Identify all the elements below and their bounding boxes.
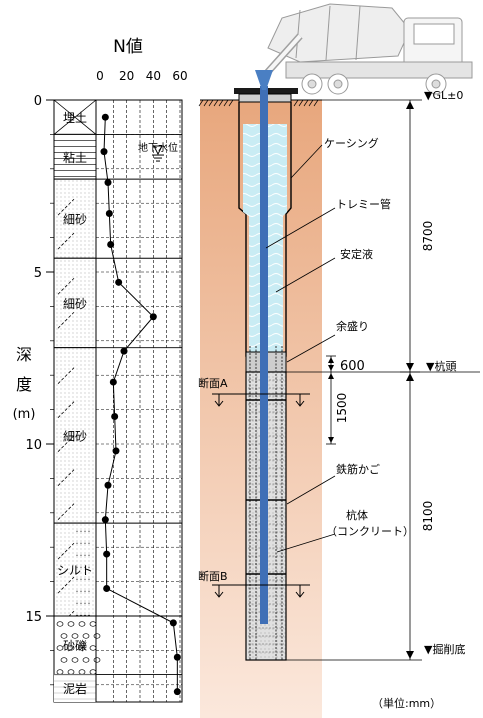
depth-axis-ticks: 0 5 10 15 <box>25 94 54 686</box>
soil-layer: 細砂 <box>53 257 97 349</box>
dimension-d1: 8700 <box>421 221 435 252</box>
pile-head-label: ▼杭頭 <box>426 359 456 373</box>
dimension-lines <box>326 100 420 660</box>
n-axis-tick-label: 40 <box>146 69 161 83</box>
dimension-d2: 600 <box>340 359 365 374</box>
soil-layer: 砂礫 <box>53 615 101 675</box>
soil-layer: 泥岩 <box>53 673 97 703</box>
n-value-point <box>103 550 111 558</box>
soil-layer-label: 粘土 <box>63 150 87 165</box>
casing-label: ケーシング <box>324 136 379 150</box>
n-value-point <box>107 240 115 248</box>
slurry-label: 安定液 <box>340 247 373 261</box>
n-value-title: N値 <box>113 37 143 57</box>
n-value-point <box>173 653 181 661</box>
excavation-bottom-label: ▼掘削底 <box>424 642 465 656</box>
n-value-point <box>105 210 113 218</box>
n-axis-tick-label: 0 <box>96 69 104 83</box>
extra-concrete-label: 余盛り <box>336 319 369 333</box>
depth-axis-label: 深 度 (m) <box>13 345 36 422</box>
n-value-point <box>149 313 157 321</box>
dimension-arrowheads <box>328 101 414 659</box>
n-axis-tick-label: 20 <box>119 69 134 83</box>
soil-layer: シルト <box>53 522 97 628</box>
tremie-label: トレミー管 <box>336 197 391 211</box>
groundwater-triangle-icon <box>153 145 163 156</box>
leader-lines <box>265 144 336 553</box>
section-b-marker <box>212 584 310 598</box>
depth-tick-label: 10 <box>25 438 42 453</box>
depth-tick-label: 15 <box>25 610 42 625</box>
n-value-point <box>120 347 128 355</box>
n-value-profile <box>100 113 181 696</box>
depth-label-char: 度 <box>16 375 32 394</box>
n-value-point <box>101 516 109 524</box>
dimension-d4: 8100 <box>421 501 435 532</box>
depth-tick-label: 0 <box>34 94 42 109</box>
pile-body-sublabel: （コンクリート） <box>326 525 414 538</box>
n-value-point <box>173 688 181 696</box>
depth-tick-label: 5 <box>34 266 42 281</box>
n-value-point <box>104 179 112 187</box>
soil-layer-label: 泥岩 <box>63 681 87 696</box>
n-value-point <box>109 378 117 386</box>
groundwater-lines <box>152 154 164 162</box>
soil-layer-label: 細砂 <box>63 297 87 311</box>
n-value-line <box>103 117 178 692</box>
dimension-d3: 1500 <box>335 393 349 424</box>
tremie-pipe <box>260 86 268 624</box>
ground-level-label: ▼GL±0 <box>424 89 463 102</box>
n-value-point <box>100 148 108 156</box>
soil-layer-label: シルト <box>57 564 93 578</box>
section-a-marker <box>212 393 310 407</box>
soil-layer-label: 細砂 <box>63 213 87 227</box>
soil-layer-label: 細砂 <box>63 429 87 443</box>
n-value-point <box>104 481 112 489</box>
n-value-point <box>112 447 120 455</box>
n-axis-ticks: 0 20 40 60 <box>96 69 187 83</box>
unit-note: （単位:mm） <box>372 696 441 710</box>
depth-label-unit: (m) <box>13 407 36 422</box>
groundwater-marker: 地下水位 <box>138 141 178 162</box>
hopper-funnel-icon <box>255 70 273 90</box>
level-lines <box>286 99 480 661</box>
soil-layer: 細砂 <box>53 178 97 259</box>
n-value-point <box>103 584 111 592</box>
n-value-point <box>111 412 119 420</box>
groundwater-label: 地下水位 <box>138 141 178 154</box>
n-axis-tick-label: 60 <box>172 69 187 83</box>
pile-body-label: 杭体 <box>346 508 368 522</box>
n-value-point <box>101 113 109 121</box>
soil-layer: 細砂 <box>53 347 97 524</box>
soil-layer: 埋土 <box>53 99 97 135</box>
rebar-cage-label: 鉄筋かご <box>336 462 380 476</box>
concrete-mixer-truck-icon <box>263 3 473 95</box>
depth-label-char: 深 <box>16 345 32 364</box>
soil-layer-label: 埋土 <box>63 111 87 125</box>
soil-layer: 粘土 <box>53 133 97 180</box>
n-value-point <box>115 278 123 286</box>
n-value-grid <box>95 99 183 703</box>
section-b-label: 断面B <box>198 569 228 583</box>
soil-layer-label: 砂礫 <box>63 638 87 653</box>
section-a-label: 断面A <box>198 376 228 390</box>
n-value-point <box>169 619 177 627</box>
